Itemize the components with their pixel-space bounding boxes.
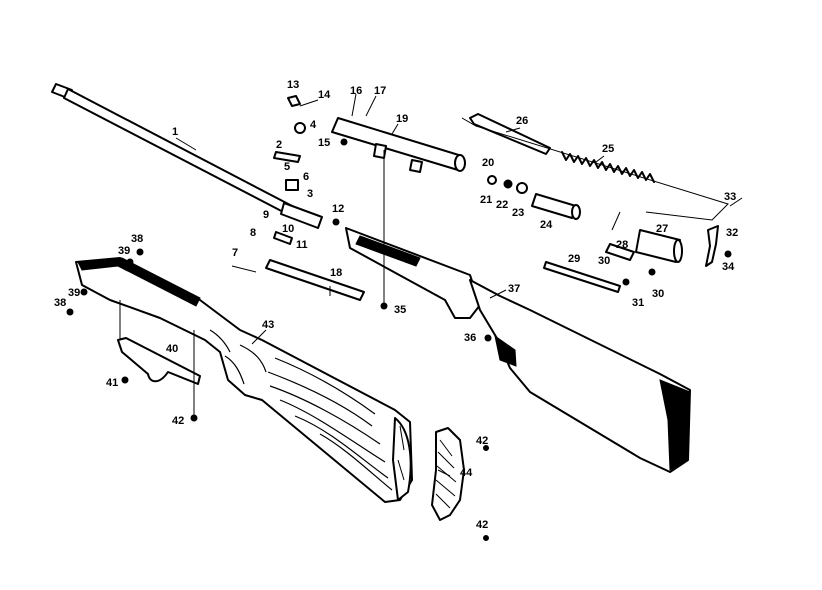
trigger: [705, 225, 719, 267]
part-label: 1: [172, 126, 178, 138]
receiver: [345, 227, 691, 473]
part-label: 27: [656, 223, 668, 235]
part-label: 18: [330, 267, 342, 279]
part-label: 44: [460, 467, 473, 479]
part-label: 28: [616, 239, 628, 251]
part-label: 32: [726, 227, 738, 239]
plunger: [531, 193, 581, 220]
stock: [75, 257, 413, 503]
barrel: [51, 83, 323, 229]
part-label: 31: [632, 297, 644, 309]
part-label: 39: [118, 245, 130, 257]
cylinder-tube: [331, 117, 466, 173]
part-label: 22: [496, 199, 508, 211]
part-label: 2: [276, 139, 282, 151]
part-label: 30: [598, 255, 610, 267]
small-parts: [66, 95, 743, 541]
part-labels: 1 2 3 4 5 6 7 8 9 10 11 12 13 14 15 16 1…: [54, 79, 738, 531]
part-label: 20: [482, 157, 494, 169]
part-label: 26: [516, 115, 528, 127]
part-label: 29: [568, 253, 580, 265]
part-label: 38: [131, 233, 143, 245]
part-label: 4: [310, 119, 317, 131]
part-label: 14: [318, 89, 331, 101]
part-label: 42: [476, 435, 488, 447]
part-label: 13: [287, 79, 299, 91]
part-label: 35: [394, 304, 406, 316]
part-label: 21: [480, 194, 492, 206]
part-label: 19: [396, 113, 408, 125]
butt-plate: [431, 427, 465, 521]
part-label: 16: [350, 85, 362, 97]
part-label: 5: [284, 161, 290, 173]
part-label: 17: [374, 85, 386, 97]
part-label: 34: [722, 261, 735, 273]
part-label: 24: [540, 219, 553, 231]
leader-lines: [175, 93, 605, 477]
part-label: 15: [318, 137, 330, 149]
part-label: 42: [476, 519, 488, 531]
part-label: 41: [106, 377, 118, 389]
part-label: 8: [250, 227, 256, 239]
part-label: 10: [282, 223, 294, 235]
part-label: 30: [652, 288, 664, 300]
part-label: 7: [232, 247, 238, 259]
part-label: 40: [166, 343, 178, 355]
washers: [487, 175, 528, 194]
link-bar: [265, 259, 365, 301]
alignment-lines: [119, 117, 729, 418]
part-label: 23: [512, 207, 524, 219]
part-label: 33: [724, 191, 736, 203]
trigger-guard: [117, 337, 201, 385]
end-cap: [635, 229, 683, 263]
part-label: 38: [54, 297, 66, 309]
sear-bar: [543, 261, 621, 293]
part-label: 11: [296, 239, 308, 251]
part-label: 39: [68, 287, 80, 299]
part-label: 3: [307, 188, 313, 200]
part-label: 12: [332, 203, 344, 215]
part-label: 37: [508, 283, 520, 295]
part-label: 9: [263, 209, 269, 221]
part-label: 36: [464, 332, 476, 344]
part-label: 25: [602, 143, 614, 155]
piston-rod: [469, 113, 551, 155]
part-label: 6: [303, 171, 309, 183]
part-label: 42: [172, 415, 184, 427]
part-label: 43: [262, 319, 274, 331]
